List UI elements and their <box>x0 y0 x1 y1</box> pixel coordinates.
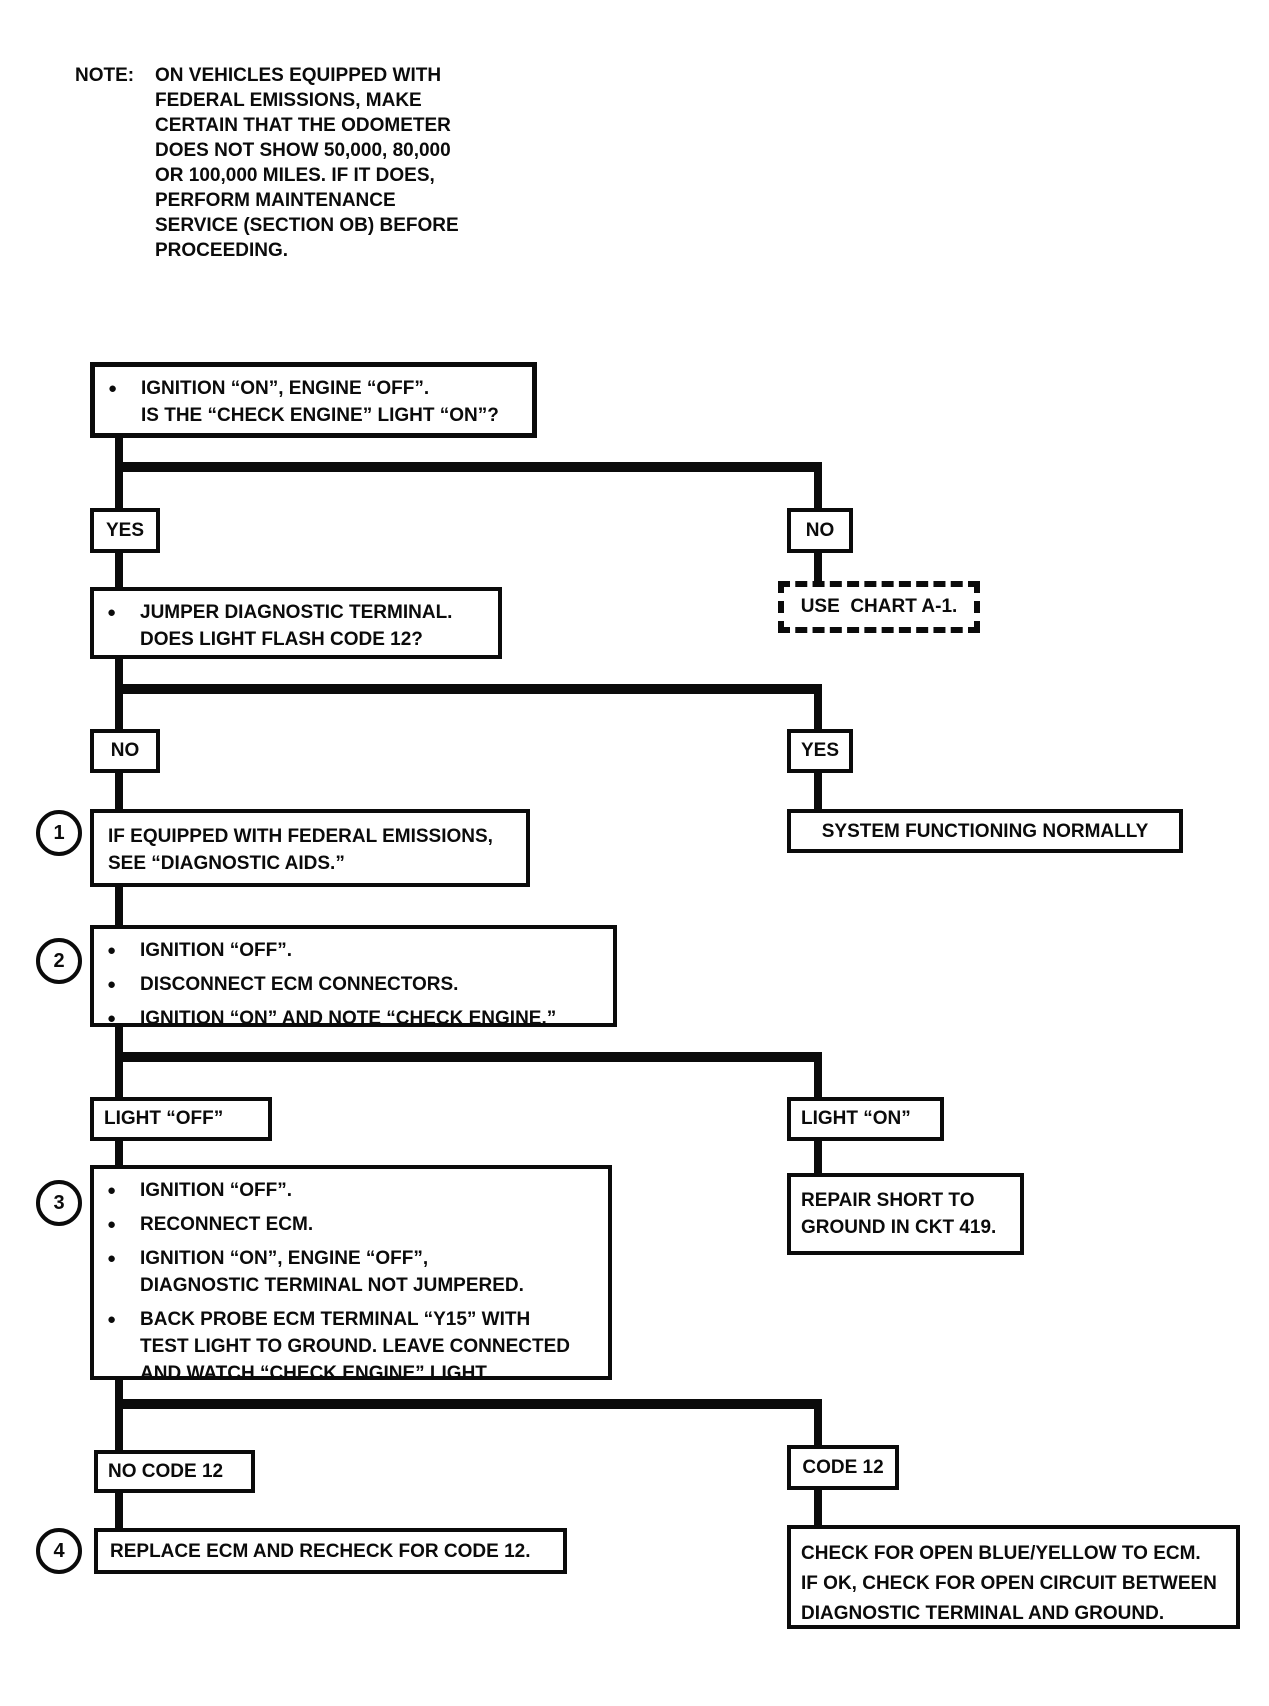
connector-line <box>115 553 123 587</box>
bullet-item: JUMPER DIAGNOSTIC TERMINAL. DOES LIGHT F… <box>94 599 492 653</box>
note-text: ON VEHICLES EQUIPPED WITH FEDERAL EMISSI… <box>155 65 459 261</box>
bullet-item: IGNITION “OFF”. <box>94 937 607 964</box>
bullet-item: IGNITION “OFF”. <box>94 1177 602 1204</box>
step-number-3: 3 <box>36 1180 82 1226</box>
connector-line <box>115 1027 123 1057</box>
bullet-item: IGNITION “ON” AND NOTE “CHECK ENGINE.” <box>94 1005 607 1032</box>
connector-line <box>115 692 123 729</box>
connector-line <box>115 684 822 694</box>
note-label: NOTE: <box>75 65 135 86</box>
connector-line <box>115 1493 123 1528</box>
light-off-label: LIGHT “OFF” <box>90 1097 272 1141</box>
repair-short-text: REPAIR SHORT TO GROUND IN CKT 419. <box>801 1190 997 1238</box>
connector-line <box>814 692 822 729</box>
connector-line <box>814 470 822 508</box>
step-box-3-back-probe: IGNITION “OFF”. RECONNECT ECM. IGNITION “O… <box>90 1165 612 1384</box>
step-box-2-disconnect-ecm: IGNITION “OFF”. DISCONNECT ECM CONNECTORS… <box>90 925 617 1032</box>
repair-short-box: REPAIR SHORT TO GROUND IN CKT 419. <box>787 1173 1024 1255</box>
connector-line <box>814 553 822 581</box>
connector-line <box>115 773 123 809</box>
question-box-jumper-terminal: JUMPER DIAGNOSTIC TERMINAL. DOES LIGHT F… <box>90 587 502 659</box>
connector-line <box>814 1407 822 1445</box>
connector-line <box>115 1052 822 1062</box>
connector-line <box>115 1399 822 1409</box>
connector-line <box>115 436 123 466</box>
connector-line <box>115 1060 123 1097</box>
use-chart-a1-box: USE CHART A-1. <box>778 581 980 633</box>
no-code-12-label: NO CODE 12 <box>94 1450 255 1493</box>
bullet-item: BACK PROBE ECM TERMINAL “Y15” WITH TEST … <box>94 1306 602 1387</box>
no-label-2: NO <box>90 729 160 773</box>
connector-line <box>814 1060 822 1097</box>
step-number-1: 1 <box>36 810 82 856</box>
check-open-circuit-box: CHECK FOR OPEN BLUE/YELLOW TO ECM. IF OK… <box>787 1525 1240 1629</box>
connector-line <box>814 773 822 809</box>
code-12-label: CODE 12 <box>787 1445 899 1490</box>
connector-line <box>115 462 822 472</box>
bullet-list: JUMPER DIAGNOSTIC TERMINAL. DOES LIGHT F… <box>94 591 498 657</box>
step-box-4-replace-ecm: REPLACE ECM AND RECHECK FOR CODE 12. <box>94 1528 567 1574</box>
yes-label-1: YES <box>90 508 160 553</box>
system-normal-text: SYSTEM FUNCTIONING NORMALLY <box>821 820 1149 842</box>
connector-line <box>814 1490 822 1525</box>
step-box-1-diagnostic-aids: IF EQUIPPED WITH FEDERAL EMISSIONS, SEE … <box>90 809 530 887</box>
bullet-item: RECONNECT ECM. <box>94 1211 602 1238</box>
no-label-1: NO <box>787 508 853 553</box>
bullet-item: IGNITION “ON”, ENGINE “OFF”. IS THE “CHE… <box>95 375 526 429</box>
question-box-ignition-on: IGNITION “ON”, ENGINE “OFF”. IS THE “CHE… <box>90 362 537 438</box>
connector-line <box>115 470 123 508</box>
connector-line <box>115 659 123 689</box>
bullet-item: IGNITION “ON”, ENGINE “OFF”, DIAGNOSTIC … <box>94 1245 602 1299</box>
bullet-list: IGNITION “OFF”. RECONNECT ECM. IGNITION “O… <box>94 1169 608 1391</box>
system-normal-box: SYSTEM FUNCTIONING NORMALLY <box>787 809 1183 853</box>
step-number-4: 4 <box>36 1528 82 1574</box>
step-number-2: 2 <box>36 938 82 984</box>
connector-line <box>115 1407 123 1450</box>
check-open-circuit-text: CHECK FOR OPEN BLUE/YELLOW TO ECM. IF OK… <box>801 1543 1217 1624</box>
yes-label-2: YES <box>787 729 853 773</box>
connector-line <box>814 1141 822 1173</box>
bullet-list: IGNITION “OFF”. DISCONNECT ECM CONNECTORS… <box>94 929 613 1036</box>
connector-line <box>115 1380 123 1404</box>
light-on-label: LIGHT “ON” <box>787 1097 944 1141</box>
connector-line <box>115 887 123 925</box>
bullet-item: DISCONNECT ECM CONNECTORS. <box>94 971 607 998</box>
step-1-text: IF EQUIPPED WITH FEDERAL EMISSIONS, SEE … <box>108 826 493 874</box>
step-4-text: REPLACE ECM AND RECHECK FOR CODE 12. <box>110 1540 531 1562</box>
bullet-list: IGNITION “ON”, ENGINE “OFF”. IS THE “CHE… <box>95 367 532 433</box>
connector-line <box>115 1141 123 1165</box>
